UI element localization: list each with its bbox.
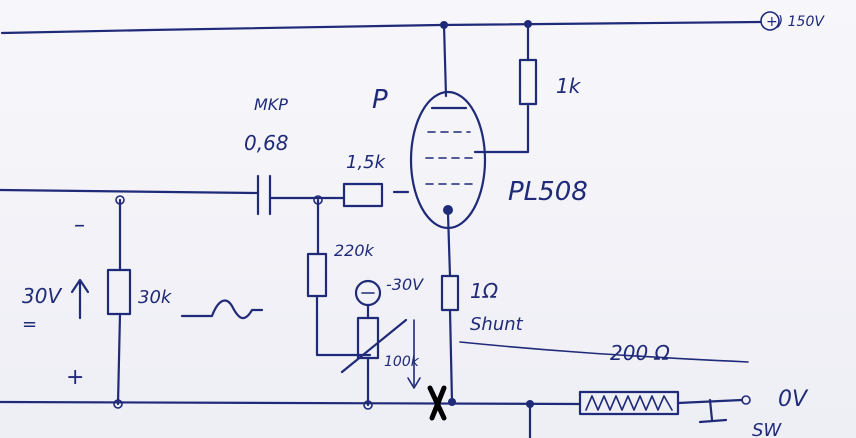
sine-wave-symbol xyxy=(180,299,264,320)
resistor-shunt-label: 1Ω xyxy=(470,279,499,303)
resistor-220k-label: 220k xyxy=(334,241,375,260)
shunt-note-line xyxy=(459,341,749,363)
supply-terminal xyxy=(760,11,780,31)
switch-label: SW xyxy=(752,420,782,438)
tube-pin-label: P xyxy=(372,85,388,115)
resistor-shunt xyxy=(440,274,460,312)
capacitor-type-label: MKP xyxy=(254,95,288,114)
wire-anode-r-screen xyxy=(473,102,530,154)
input-minus-label: – xyxy=(74,213,85,238)
wire-input-r-bottom xyxy=(116,312,122,406)
wire-cathode xyxy=(446,212,452,278)
resistor-30k-label: 30k xyxy=(138,287,173,308)
tube-cathode xyxy=(443,205,453,215)
potentiometer-arrow xyxy=(340,318,408,374)
junction-ground-input xyxy=(113,399,123,409)
measurement-arrow xyxy=(407,319,421,389)
input-voltage-arrow xyxy=(70,278,90,320)
capacitor-value-label: 0,68 xyxy=(244,131,289,155)
wire-shunt-ground xyxy=(448,308,454,404)
junction-ground-shunt xyxy=(448,398,456,406)
ground-label: 0V xyxy=(778,387,809,412)
switch-symbol xyxy=(698,398,728,424)
resistor-1-5k xyxy=(342,182,384,208)
ground-terminal xyxy=(741,395,751,405)
wire-input-top xyxy=(0,188,260,195)
supply-label: +) 150V xyxy=(766,14,825,30)
input-voltage-label: 30V xyxy=(22,284,62,308)
resistor-220k xyxy=(306,252,328,298)
cross-mark xyxy=(427,385,447,421)
input-dc-symbol: = xyxy=(22,314,37,335)
wire-bias-bottom xyxy=(315,294,372,357)
junction-ground-bias xyxy=(363,400,373,410)
tube-label: PL508 xyxy=(508,177,588,207)
resistor-1-5k-label: 1,5k xyxy=(346,152,387,173)
supply-rail xyxy=(0,20,762,35)
wire-tube-anode xyxy=(442,23,448,98)
bias-voltage-label: -30V xyxy=(386,275,424,294)
resistor-30k xyxy=(106,268,132,316)
input-plus-label: + xyxy=(66,365,84,390)
resistor-1k-label: 1k xyxy=(556,74,582,98)
ground-rail-left xyxy=(0,400,582,406)
potentiometer-label: 100k xyxy=(384,354,420,370)
resistor-200-ohm-winding xyxy=(585,395,673,411)
shunt-label: Shunt xyxy=(470,314,524,335)
resistor-1k xyxy=(518,58,538,106)
resistor-200-ohm-label: 200 Ω xyxy=(610,341,671,365)
